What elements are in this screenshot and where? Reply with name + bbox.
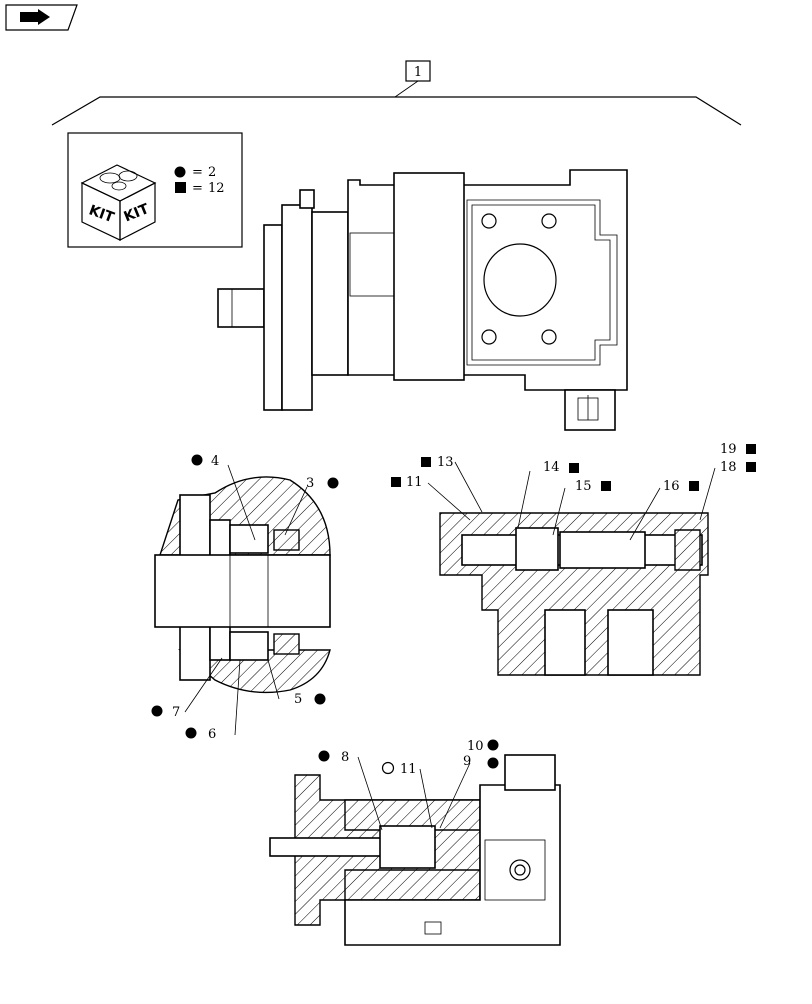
square-symbol [746,444,756,454]
callout-11: 11 [381,761,417,777]
callout-9-label: 9 [463,754,472,769]
callout-number: 11 [406,475,423,490]
circle-symbol [185,727,197,739]
callout-number: 4 [211,454,219,469]
circle-outline-symbol [381,761,395,775]
legend-value-square: 12 [208,181,225,196]
square-symbol [421,457,431,467]
callout-15: 14 [543,460,579,475]
circle-symbol [318,750,330,762]
callout-number: 14 [543,460,560,475]
callout-18: 18 [720,460,756,475]
callout-4: 4 [191,454,219,469]
circle-symbol [174,166,186,178]
circle-symbol [487,739,499,751]
legend-sign-square: = [192,181,203,196]
assembly-ref: 1 [414,65,422,80]
callout-number: 16 [663,479,680,494]
book-arrow-icon[interactable] [5,4,78,31]
callout-number: 13 [437,455,454,470]
callout-number: 3 [306,476,314,491]
callout-number: 10 [467,739,484,754]
kit-label-right: KIT [122,201,152,226]
callout-number: 7 [172,705,180,720]
callout-9: 9 9 [487,757,499,769]
callout-number: 11 [400,762,417,777]
circle-symbol [327,477,339,489]
callout-number: 8 [341,750,349,765]
legend-sign-circle: = [192,165,203,180]
circle-symbol [487,757,499,769]
callout-13: 11 [391,475,423,490]
callout-8: 8 [318,750,349,765]
legend-value-circle: 2 [208,165,216,180]
callout-16: 15 [575,479,611,494]
circle-symbol [151,705,163,717]
callout-5: 5 [294,692,326,707]
square-symbol [746,462,756,472]
kit-box-icon: KIT KIT [80,164,157,241]
assembly-bracket: 1 [51,60,742,126]
square-symbol [601,481,611,491]
callout-19: 19 [720,442,756,457]
pump-cross-section [269,754,561,946]
leader-lines [184,461,716,831]
callout-7: 7 [151,705,180,720]
callout-number: 15 [575,479,592,494]
square-symbol [391,477,401,487]
circle-symbol [314,693,326,705]
callout-17: 16 [663,479,699,494]
square-symbol [689,481,699,491]
square-symbol [569,463,579,473]
callout-6: 6 [185,727,216,742]
callout-number: 5 [294,692,302,707]
callout-10: 10 [467,739,499,754]
shaft-seal-section [154,476,331,694]
callout-number: 19 [720,442,737,457]
valve-section [439,512,709,676]
callout-number: 18 [720,460,737,475]
callout-3: 3 [306,476,339,491]
kit-label-left: KIT [87,202,117,226]
kit-legend-box: KIT KIT = 2 = 12 [67,132,243,248]
circle-symbol [191,454,203,466]
callout-number: 6 [208,727,216,742]
callout-14: 13 [421,455,454,470]
square-symbol [175,182,186,193]
pump-exterior-view [217,169,628,431]
